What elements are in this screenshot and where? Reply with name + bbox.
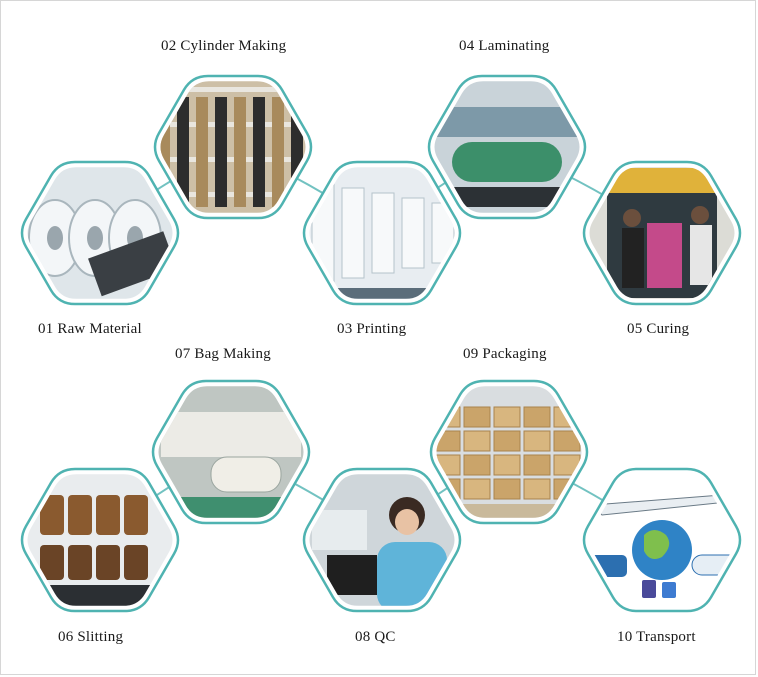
hexagon-border bbox=[429, 379, 589, 525]
cylinder-shelves-photo-content bbox=[160, 81, 306, 213]
step-label-02: 02 Cylinder Making bbox=[161, 38, 287, 54]
hexagon-border bbox=[20, 160, 180, 306]
hexagon-border bbox=[427, 74, 587, 220]
step-label-10: 10 Transport bbox=[617, 629, 696, 645]
hexagon-border bbox=[20, 467, 180, 613]
carton-boxes-photo bbox=[429, 379, 589, 525]
bag-making-machine-photo-content bbox=[158, 386, 304, 518]
step-photos bbox=[20, 74, 742, 613]
hexagon-border bbox=[302, 160, 462, 306]
slitting-machine-photo bbox=[20, 467, 180, 613]
step-label-09: 09 Packaging bbox=[463, 346, 547, 362]
hexagon-border bbox=[582, 467, 742, 613]
laminating-machine-photo-content bbox=[434, 81, 580, 213]
quality-check-photo-content bbox=[309, 474, 455, 606]
bag-making-machine-photo bbox=[151, 379, 311, 525]
carton-boxes-photo-content bbox=[436, 386, 582, 518]
hexagon-border bbox=[302, 467, 462, 613]
step-label-06: 06 Slitting bbox=[58, 629, 124, 645]
slitting-machine-photo-content bbox=[27, 474, 173, 606]
step-label-05: 05 Curing bbox=[627, 321, 690, 337]
transport-globe-photo-content bbox=[589, 474, 735, 606]
transport-globe-photo bbox=[582, 467, 742, 613]
step-label-07: 07 Bag Making bbox=[175, 346, 271, 362]
hexagon-border bbox=[151, 379, 311, 525]
laminating-machine-photo bbox=[427, 74, 587, 220]
film-rolls-photo bbox=[20, 160, 180, 306]
quality-check-photo bbox=[302, 467, 462, 613]
printing-press-photo bbox=[302, 160, 462, 306]
hexagon-border bbox=[582, 160, 742, 306]
film-rolls-photo-content bbox=[27, 167, 173, 299]
cylinder-shelves-photo bbox=[153, 74, 313, 220]
curing-chamber-photo bbox=[582, 160, 742, 306]
step-label-04: 04 Laminating bbox=[459, 38, 550, 54]
printing-press-photo-content bbox=[309, 167, 455, 299]
hexagon-border bbox=[153, 74, 313, 220]
step-label-03: 03 Printing bbox=[337, 321, 407, 337]
curing-chamber-photo-content bbox=[589, 167, 735, 299]
step-label-08: 08 QC bbox=[355, 629, 396, 645]
step-label-01: 01 Raw Material bbox=[38, 321, 142, 337]
